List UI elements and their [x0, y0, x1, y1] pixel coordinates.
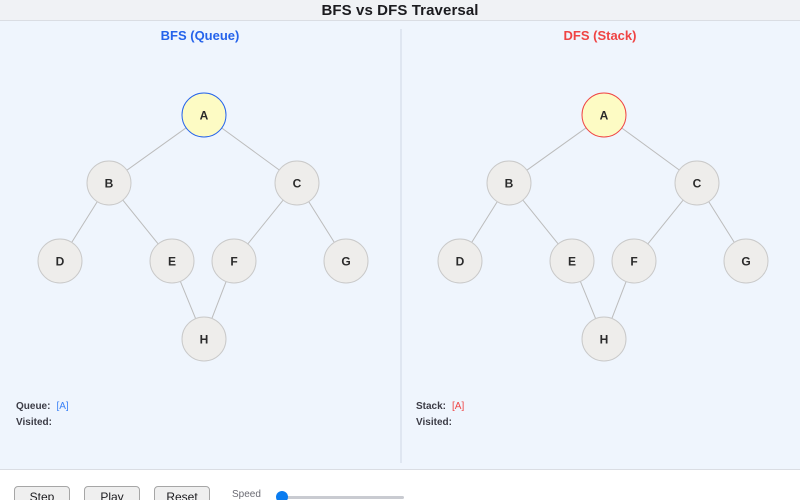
bfs-node-circle-B	[86, 160, 132, 206]
bfs-panel: BFS (Queue) A B C D E F G H Queue: [A] Visited:	[0, 21, 400, 470]
bfs-node-circle-D	[37, 238, 83, 284]
dfs-visited-row: Visited:	[416, 415, 464, 431]
dfs-node-label-E: E	[568, 255, 576, 269]
dfs-node-circle-D	[437, 238, 483, 284]
bfs-node-E[interactable]: E	[149, 238, 195, 284]
dfs-node-G[interactable]: G	[723, 238, 769, 284]
dfs-visited-label: Visited:	[416, 417, 452, 428]
dfs-panel: DFS (Stack) A B C D E F G H Stack: [A] Visited:	[400, 21, 800, 470]
bfs-visited-label: Visited:	[16, 417, 52, 428]
speed-slider-track[interactable]	[284, 496, 404, 499]
dfs-node-circle-E	[549, 238, 595, 284]
tree-edge-C-G	[308, 201, 335, 243]
bfs-status-block: Queue: [A] Visited:	[16, 399, 69, 431]
bfs-node-D[interactable]: D	[37, 238, 83, 284]
bfs-node-G[interactable]: G	[323, 238, 369, 284]
dfs-node-E[interactable]: E	[549, 238, 595, 284]
step-button[interactable]: Step	[14, 486, 70, 500]
play-button[interactable]: Play	[84, 486, 140, 500]
dfs-node-B[interactable]: B	[486, 160, 532, 206]
tree-edge-F-H	[611, 281, 627, 319]
tree-edge-B-D	[471, 201, 498, 243]
dfs-node-label-A: A	[600, 109, 609, 123]
bfs-tree-graph: A B C D E F G H	[37, 92, 369, 362]
tree-edge-B-E	[522, 199, 559, 245]
bfs-queue-row: Queue: [A]	[16, 399, 69, 415]
controls-bar: Step Play Reset Speed	[0, 486, 800, 500]
bfs-node-circle-H	[181, 316, 227, 362]
dfs-status-block: Stack: [A] Visited:	[416, 399, 464, 431]
dfs-node-F[interactable]: F	[611, 238, 657, 284]
bfs-node-H[interactable]: H	[181, 316, 227, 362]
bfs-node-circle-A	[181, 92, 227, 138]
dfs-stack-row: Stack: [A]	[416, 399, 464, 415]
tree-edge-E-H	[579, 281, 597, 319]
tree-edge-A-C	[221, 127, 280, 171]
bfs-node-label-C: C	[293, 177, 302, 191]
bfs-node-circle-E	[149, 238, 195, 284]
bfs-node-label-B: B	[105, 177, 114, 191]
bfs-node-F[interactable]: F	[211, 238, 257, 284]
dfs-tree-graph: A B C D E F G H	[437, 92, 769, 362]
tree-edge-E-H	[179, 281, 197, 319]
dfs-node-label-C: C	[693, 177, 702, 191]
reset-button[interactable]: Reset	[154, 486, 210, 500]
speed-slider-thumb[interactable]	[276, 491, 288, 500]
tree-edge-C-G	[708, 201, 735, 243]
bfs-node-circle-C	[274, 160, 320, 206]
bfs-node-C[interactable]: C	[274, 160, 320, 206]
dfs-node-circle-B	[486, 160, 532, 206]
dfs-panel-heading: DFS (Stack)	[563, 28, 637, 43]
tree-edge-B-E	[122, 199, 159, 245]
tree-edge-A-B	[526, 127, 587, 171]
dfs-node-label-G: G	[741, 255, 750, 269]
dfs-node-label-B: B	[505, 177, 514, 191]
dfs-node-D[interactable]: D	[437, 238, 483, 284]
bfs-panel-heading: BFS (Queue)	[160, 28, 240, 43]
bfs-node-A[interactable]: A	[181, 92, 227, 138]
title-bar: BFS vs DFS Traversal	[0, 0, 800, 20]
dfs-node-circle-A	[581, 92, 627, 138]
dfs-node-circle-H	[581, 316, 627, 362]
bfs-node-label-G: G	[341, 255, 350, 269]
tree-edge-C-F	[247, 199, 284, 245]
bfs-node-label-F: F	[230, 255, 237, 269]
tree-edge-C-F	[647, 199, 684, 245]
bfs-queue-value: [A]	[56, 401, 69, 412]
panel-divider	[400, 29, 402, 463]
page-title: BFS vs DFS Traversal	[321, 1, 479, 19]
dfs-node-label-H: H	[600, 333, 609, 347]
tree-edge-A-C	[621, 127, 680, 171]
tree-edge-F-H	[211, 281, 227, 319]
bfs-visited-row: Visited:	[16, 415, 69, 431]
dfs-node-C[interactable]: C	[674, 160, 720, 206]
dfs-node-label-D: D	[456, 255, 465, 269]
dfs-node-circle-G	[723, 238, 769, 284]
dfs-stack-value: [A]	[452, 401, 465, 412]
bfs-node-label-A: A	[200, 109, 209, 123]
dfs-stack-label: Stack:	[416, 401, 447, 412]
tree-edge-A-B	[126, 127, 187, 171]
dfs-node-circle-C	[674, 160, 720, 206]
bfs-node-label-H: H	[200, 333, 209, 347]
bfs-node-B[interactable]: B	[86, 160, 132, 206]
bfs-node-circle-F	[211, 238, 257, 284]
dfs-node-label-F: F	[630, 255, 637, 269]
bfs-node-label-D: D	[56, 255, 65, 269]
dfs-node-A[interactable]: A	[581, 92, 627, 138]
bfs-node-label-E: E	[168, 255, 176, 269]
bfs-node-circle-G	[323, 238, 369, 284]
dfs-node-H[interactable]: H	[581, 316, 627, 362]
tree-edge-B-D	[71, 201, 98, 243]
dfs-node-circle-F	[611, 238, 657, 284]
bfs-queue-label: Queue:	[16, 401, 51, 412]
speed-label: Speed	[232, 489, 261, 500]
speed-slider-group[interactable]: Speed	[232, 486, 412, 500]
